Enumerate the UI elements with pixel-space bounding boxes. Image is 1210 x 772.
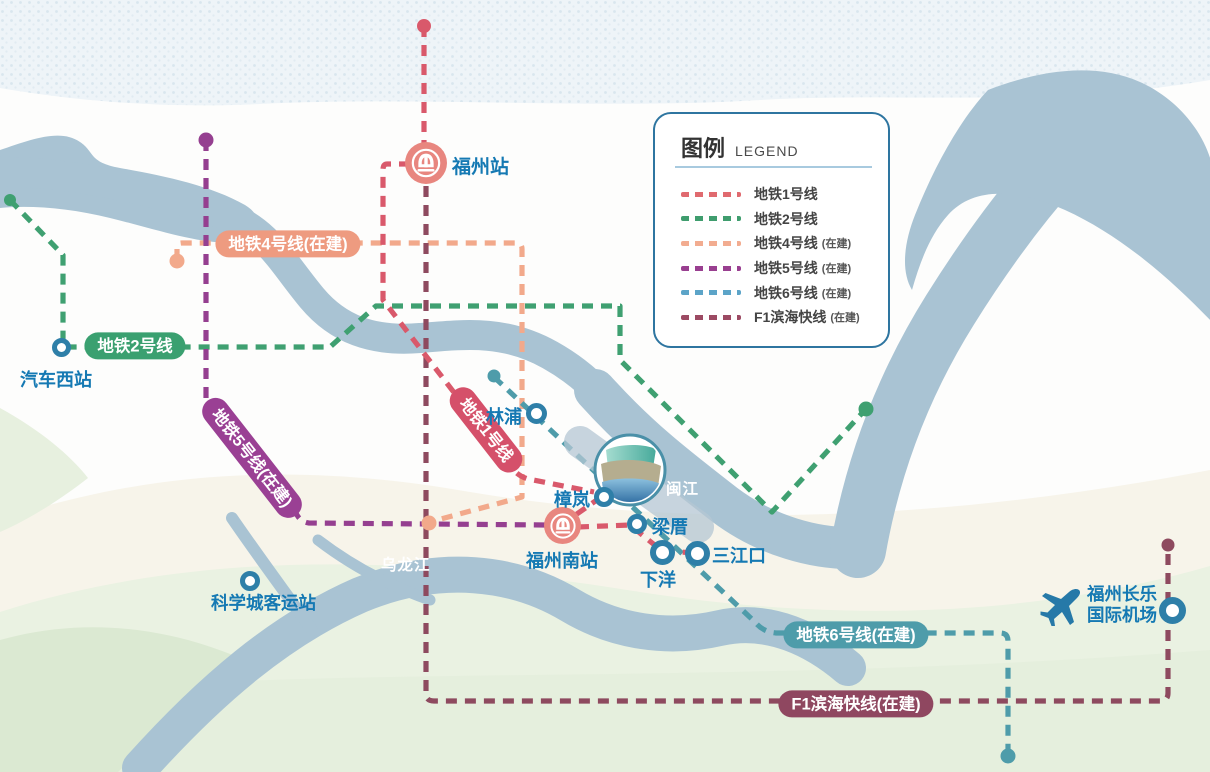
legend-item-line2: 地铁2号线 bbox=[681, 207, 878, 232]
line4-dash-swatch bbox=[681, 240, 741, 246]
station-marker-qiche-west bbox=[52, 338, 71, 357]
project-logo bbox=[564, 426, 714, 543]
station-label-fuzhou-south: 福州南站 bbox=[526, 551, 598, 571]
legend-item-status: (在建) bbox=[821, 287, 852, 300]
river-minjiang-upper bbox=[0, 156, 617, 411]
station-label-fuzhou: 福州站 bbox=[452, 157, 510, 178]
line1-dash-swatch bbox=[681, 191, 741, 197]
station-marker-science-city bbox=[240, 571, 260, 591]
china-railway-emblem bbox=[411, 148, 441, 178]
line4-pill-label: 地铁4号线(在建) bbox=[215, 230, 361, 258]
legend-subtitle: LEGEND bbox=[735, 143, 799, 159]
station-label-linpu: 林浦 bbox=[486, 407, 522, 427]
station-label-sanjiangkou: 三江口 bbox=[712, 546, 766, 566]
legend-item-f1: F1滨海快线 (在建) bbox=[681, 305, 878, 330]
station-marker-linpu bbox=[526, 403, 547, 424]
legend-divider bbox=[675, 166, 872, 168]
legend-item-label: 地铁5号线 bbox=[754, 260, 818, 277]
railway-station-icon-fuzhou-south bbox=[544, 507, 581, 544]
legend-item-label: 地铁4号线 bbox=[754, 235, 818, 252]
metro-line-5-path bbox=[203, 140, 549, 528]
river-channel-1 bbox=[226, 512, 318, 636]
airplane-icon bbox=[1040, 588, 1081, 626]
river-channel-2 bbox=[312, 534, 436, 606]
station-label-qiche-west: 汽车西站 bbox=[20, 370, 92, 390]
legend-item-line4: 地铁4号线 (在建) bbox=[681, 231, 878, 256]
line-terminus-dots bbox=[4, 19, 1175, 764]
station-label-xiayang: 下洋 bbox=[640, 570, 676, 590]
metro-line-4-path bbox=[174, 240, 525, 525]
station-label-airport: 福州长乐 国际机场 bbox=[1087, 584, 1157, 626]
f1-dash-swatch bbox=[681, 314, 741, 320]
airport-label-line1: 福州长乐 bbox=[1087, 584, 1157, 604]
legend-item-line6: 地铁6号线 (在建) bbox=[681, 280, 878, 305]
legend-items: 地铁1号线 地铁2号线 地铁4号线 (在建) 地铁5号线 (在建) 地铁6号线 bbox=[681, 182, 878, 330]
legend-box: 图例 LEGEND 地铁1号线 地铁2号线 地铁4号线 (在建) 地铁5 bbox=[653, 112, 890, 348]
metro-line-2-path bbox=[8, 198, 866, 515]
river-minjiang-main bbox=[574, 369, 881, 570]
station-label-science-city: 科学城客运站 bbox=[211, 593, 316, 613]
station-marker-airport bbox=[1159, 597, 1186, 624]
legend-item-status: (在建) bbox=[821, 263, 852, 276]
legend-item-label: 地铁1号线 bbox=[754, 186, 818, 203]
station-marker-liangcuo bbox=[627, 514, 647, 534]
station-marker-xiayang bbox=[650, 540, 675, 565]
line2-dash-swatch bbox=[681, 216, 741, 222]
china-railway-emblem bbox=[549, 512, 576, 539]
station-marker-zhanglan bbox=[594, 487, 614, 507]
river-label-wulongjiang: 乌龙江 bbox=[381, 557, 431, 574]
river-label-minjiang: 闽江 bbox=[666, 481, 700, 498]
airport-label-line2: 国际机场 bbox=[1087, 605, 1157, 625]
legend-item-label: 地铁6号线 bbox=[754, 284, 818, 301]
legend-item-status: (在建) bbox=[821, 238, 852, 251]
legend-item-label: F1滨海快线 bbox=[754, 309, 827, 326]
f1-pill-label: F1滨海快线(在建) bbox=[778, 690, 934, 718]
rivers bbox=[0, 70, 1210, 772]
station-marker-sanjiangkou bbox=[685, 541, 710, 566]
station-label-zhanglan: 樟岚 bbox=[554, 490, 590, 510]
legend-item-status: (在建) bbox=[830, 312, 860, 325]
top-speckle-band bbox=[0, 0, 1210, 106]
line2-pill-label: 地铁2号线 bbox=[84, 332, 186, 360]
station-label-liangcuo: 梁厝 bbox=[652, 517, 688, 537]
legend-item-line5: 地铁5号线 (在建) bbox=[681, 256, 878, 281]
river-topright bbox=[905, 70, 1210, 320]
line5-dash-swatch bbox=[681, 265, 741, 271]
legend-item-line1: 地铁1号线 bbox=[681, 182, 878, 207]
river-wulongjiang bbox=[122, 556, 866, 772]
line6-pill-label: 地铁6号线(在建) bbox=[783, 621, 929, 649]
legend-title-row: 图例 LEGEND bbox=[681, 131, 799, 163]
line6-dash-swatch bbox=[681, 290, 741, 296]
legend-title: 图例 bbox=[681, 136, 726, 161]
railway-station-icon-fuzhou bbox=[405, 142, 447, 184]
legend-item-label: 地铁2号线 bbox=[754, 210, 818, 227]
